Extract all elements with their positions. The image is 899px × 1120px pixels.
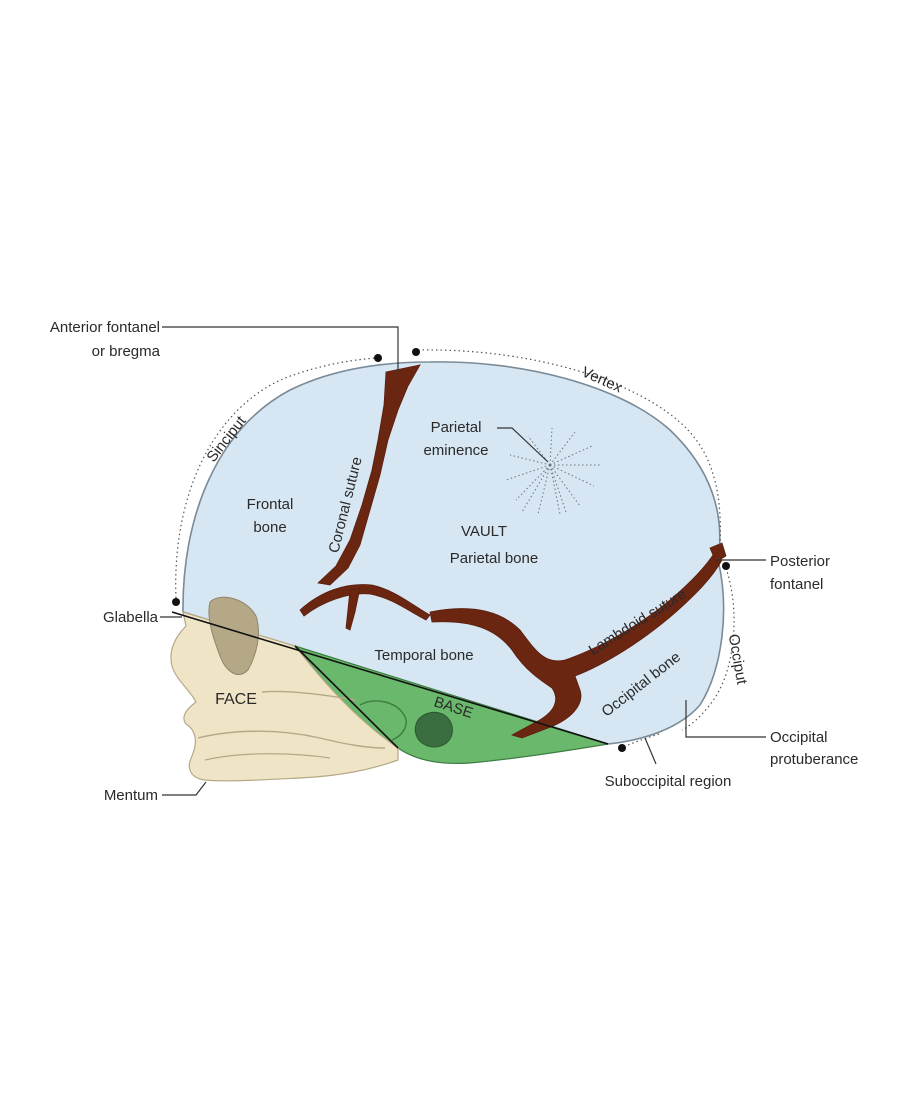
skull-vault <box>182 361 725 745</box>
maxilla-line <box>197 730 386 749</box>
point-vertex <box>412 348 420 356</box>
orbit <box>208 596 259 675</box>
point-glabella <box>172 598 180 606</box>
label-occiput: Occiput <box>725 633 751 687</box>
label-frontal-bone-2: bone <box>253 519 286 536</box>
face-bones <box>170 596 399 782</box>
leader-anterior-fontanel <box>162 326 399 372</box>
occiput-outline <box>681 567 735 731</box>
label-anterior-fontanel-2: or bregma <box>92 343 161 360</box>
label-face: FACE <box>215 691 257 708</box>
base-divider <box>294 645 399 749</box>
label-parietal-eminence-2: eminence <box>423 442 488 459</box>
label-parietal-bone: Parietal bone <box>450 550 538 567</box>
base-ridge <box>359 700 407 741</box>
point-posterior-fontanel <box>722 562 730 570</box>
label-vault: VAULT <box>461 523 507 540</box>
leader-occipital-protuberance <box>685 700 766 738</box>
label-mentum: Mentum <box>104 787 158 804</box>
point-suboccipital <box>618 744 626 752</box>
base-foramen <box>414 711 453 748</box>
sutures <box>299 364 727 739</box>
face-base-divider <box>171 611 609 745</box>
label-posterior-fontanel-2: fontanel <box>770 576 823 593</box>
leader-mentum <box>162 781 207 796</box>
parietal-eminence-rays <box>505 427 600 515</box>
vertex-outline <box>417 349 721 546</box>
point-sinciput <box>374 354 382 362</box>
mandible-line <box>204 753 331 761</box>
label-temporal-bone: Temporal bone <box>374 647 473 664</box>
label-suboccipital-region: Suboccipital region <box>605 773 732 790</box>
label-parietal-eminence: Parietal <box>431 419 482 436</box>
label-occipital-protuberance: Occipital <box>770 729 828 746</box>
label-occipital-protuberance-2: protuberance <box>770 751 858 768</box>
leader-suboccipital <box>644 737 657 765</box>
cheek-line <box>261 690 356 701</box>
sinciput-outline <box>175 357 377 599</box>
leader-parietal-eminence <box>497 427 549 463</box>
label-glabella: Glabella <box>103 609 159 626</box>
label-posterior-fontanel: Posterior <box>770 553 830 570</box>
label-frontal-bone: Frontal <box>247 496 294 513</box>
label-anterior-fontanel: Anterior fontanel <box>50 319 160 336</box>
